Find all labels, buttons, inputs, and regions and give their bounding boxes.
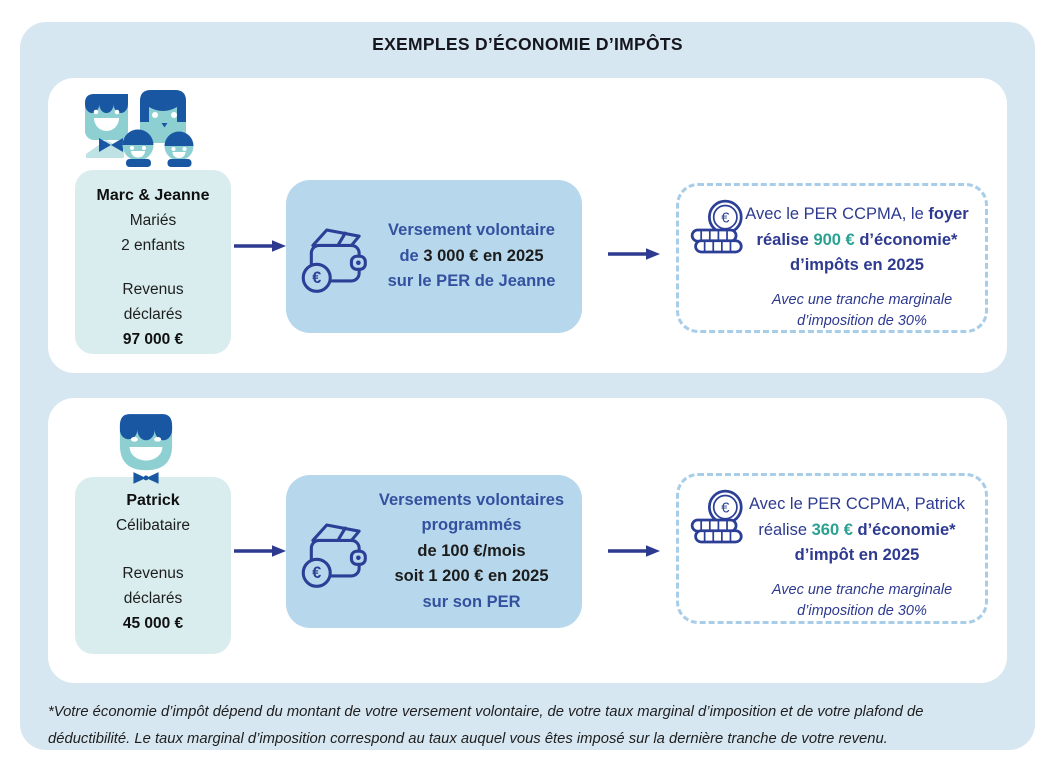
payment-line: sur le PER de Jeanne [387, 272, 556, 291]
marginal-rate-note: Avec une tranche marginale d’imposition … [771, 581, 953, 619]
income-label: Revenus [122, 281, 184, 298]
euro-coins-icon: € [690, 489, 743, 544]
footnote: *Votre économie d’impôt dépend du montan… [48, 699, 1010, 752]
result-line: Avec le PER CCPMA, le foyer [745, 205, 969, 223]
payment-line: Versement volontaire [388, 221, 555, 240]
profile-status: Célibataire [115, 517, 191, 534]
result-line: d’impôt en 2025 [794, 546, 920, 564]
arrow-right-icon [608, 545, 660, 557]
payment-line: de 3 000 € en 2025 [399, 246, 544, 265]
payment-box: € Versement volontaire de 3 000 € en 202… [286, 180, 582, 333]
svg-text:€: € [312, 269, 321, 287]
income-amount: 45 000 € [122, 615, 184, 632]
payment-line: Versements volontaires [378, 490, 565, 509]
spacer [75, 258, 231, 277]
family-icon [85, 90, 194, 167]
profile-card: Marc & Jeanne Mariés 2 enfants Revenus d… [75, 170, 231, 354]
income-label: déclarés [123, 590, 183, 607]
arrow-right-icon [234, 545, 286, 557]
single-person-icon [119, 414, 173, 484]
payment-text: Versement volontaire de 3 000 € en 2025 … [373, 218, 582, 295]
result-line: réalise 360 € d’économie* [758, 520, 956, 539]
svg-text:€: € [312, 564, 321, 582]
profile-card: Patrick Célibataire Revenus déclarés 45 … [75, 477, 231, 654]
payment-line: soit 1 200 € en 2025 [394, 567, 549, 586]
profile-name: Marc & Jeanne [96, 187, 210, 204]
euro-coins-icon: € [690, 199, 743, 254]
svg-text:€: € [721, 211, 729, 227]
payment-line: programmés [421, 516, 522, 535]
spacer [75, 538, 231, 561]
arrow-right-icon [608, 248, 660, 260]
svg-text:€: € [721, 501, 729, 517]
payment-line: de 100 €/mois [417, 541, 526, 560]
result-box: € Avec le PER CCPMA, le foyer réalise 90… [676, 183, 988, 333]
result-line: réalise 900 € d’économie* [756, 230, 958, 249]
payment-line: sur son PER [422, 592, 521, 611]
page-title: EXEMPLES D’ÉCONOMIE D’IMPÔTS [372, 34, 683, 54]
result-text: Avec le PER CCPMA, Patrick réalise 360 €… [679, 476, 985, 569]
profile-status: Mariés [129, 212, 177, 229]
profile-status: 2 enfants [121, 237, 185, 254]
payment-text: Versements volontaires programmés de 100… [373, 488, 582, 616]
income-amount: 97 000 € [122, 331, 184, 348]
profile-name: Patrick [126, 492, 180, 509]
footnote-line: déductibilité. Le taux marginal d’imposi… [48, 730, 888, 747]
result-box: € Avec le PER CCPMA, Patrick réalise 360… [676, 473, 988, 624]
income-label: Revenus [122, 565, 184, 582]
payment-box: € Versements volontaires programmés de 1… [286, 475, 582, 628]
result-text: Avec le PER CCPMA, le foyer réalise 900 … [679, 186, 985, 279]
income-label: déclarés [123, 306, 183, 323]
result-line: Avec le PER CCPMA, Patrick [748, 495, 966, 513]
marginal-rate-note: Avec une tranche marginale d’imposition … [771, 291, 953, 329]
footnote-line: *Votre économie d’impôt dépend du montan… [48, 704, 924, 720]
result-line: d’impôts en 2025 [790, 256, 924, 274]
arrow-right-icon [234, 240, 286, 252]
wallet-euro-icon: € [301, 522, 367, 588]
wallet-euro-icon: € [301, 227, 367, 293]
